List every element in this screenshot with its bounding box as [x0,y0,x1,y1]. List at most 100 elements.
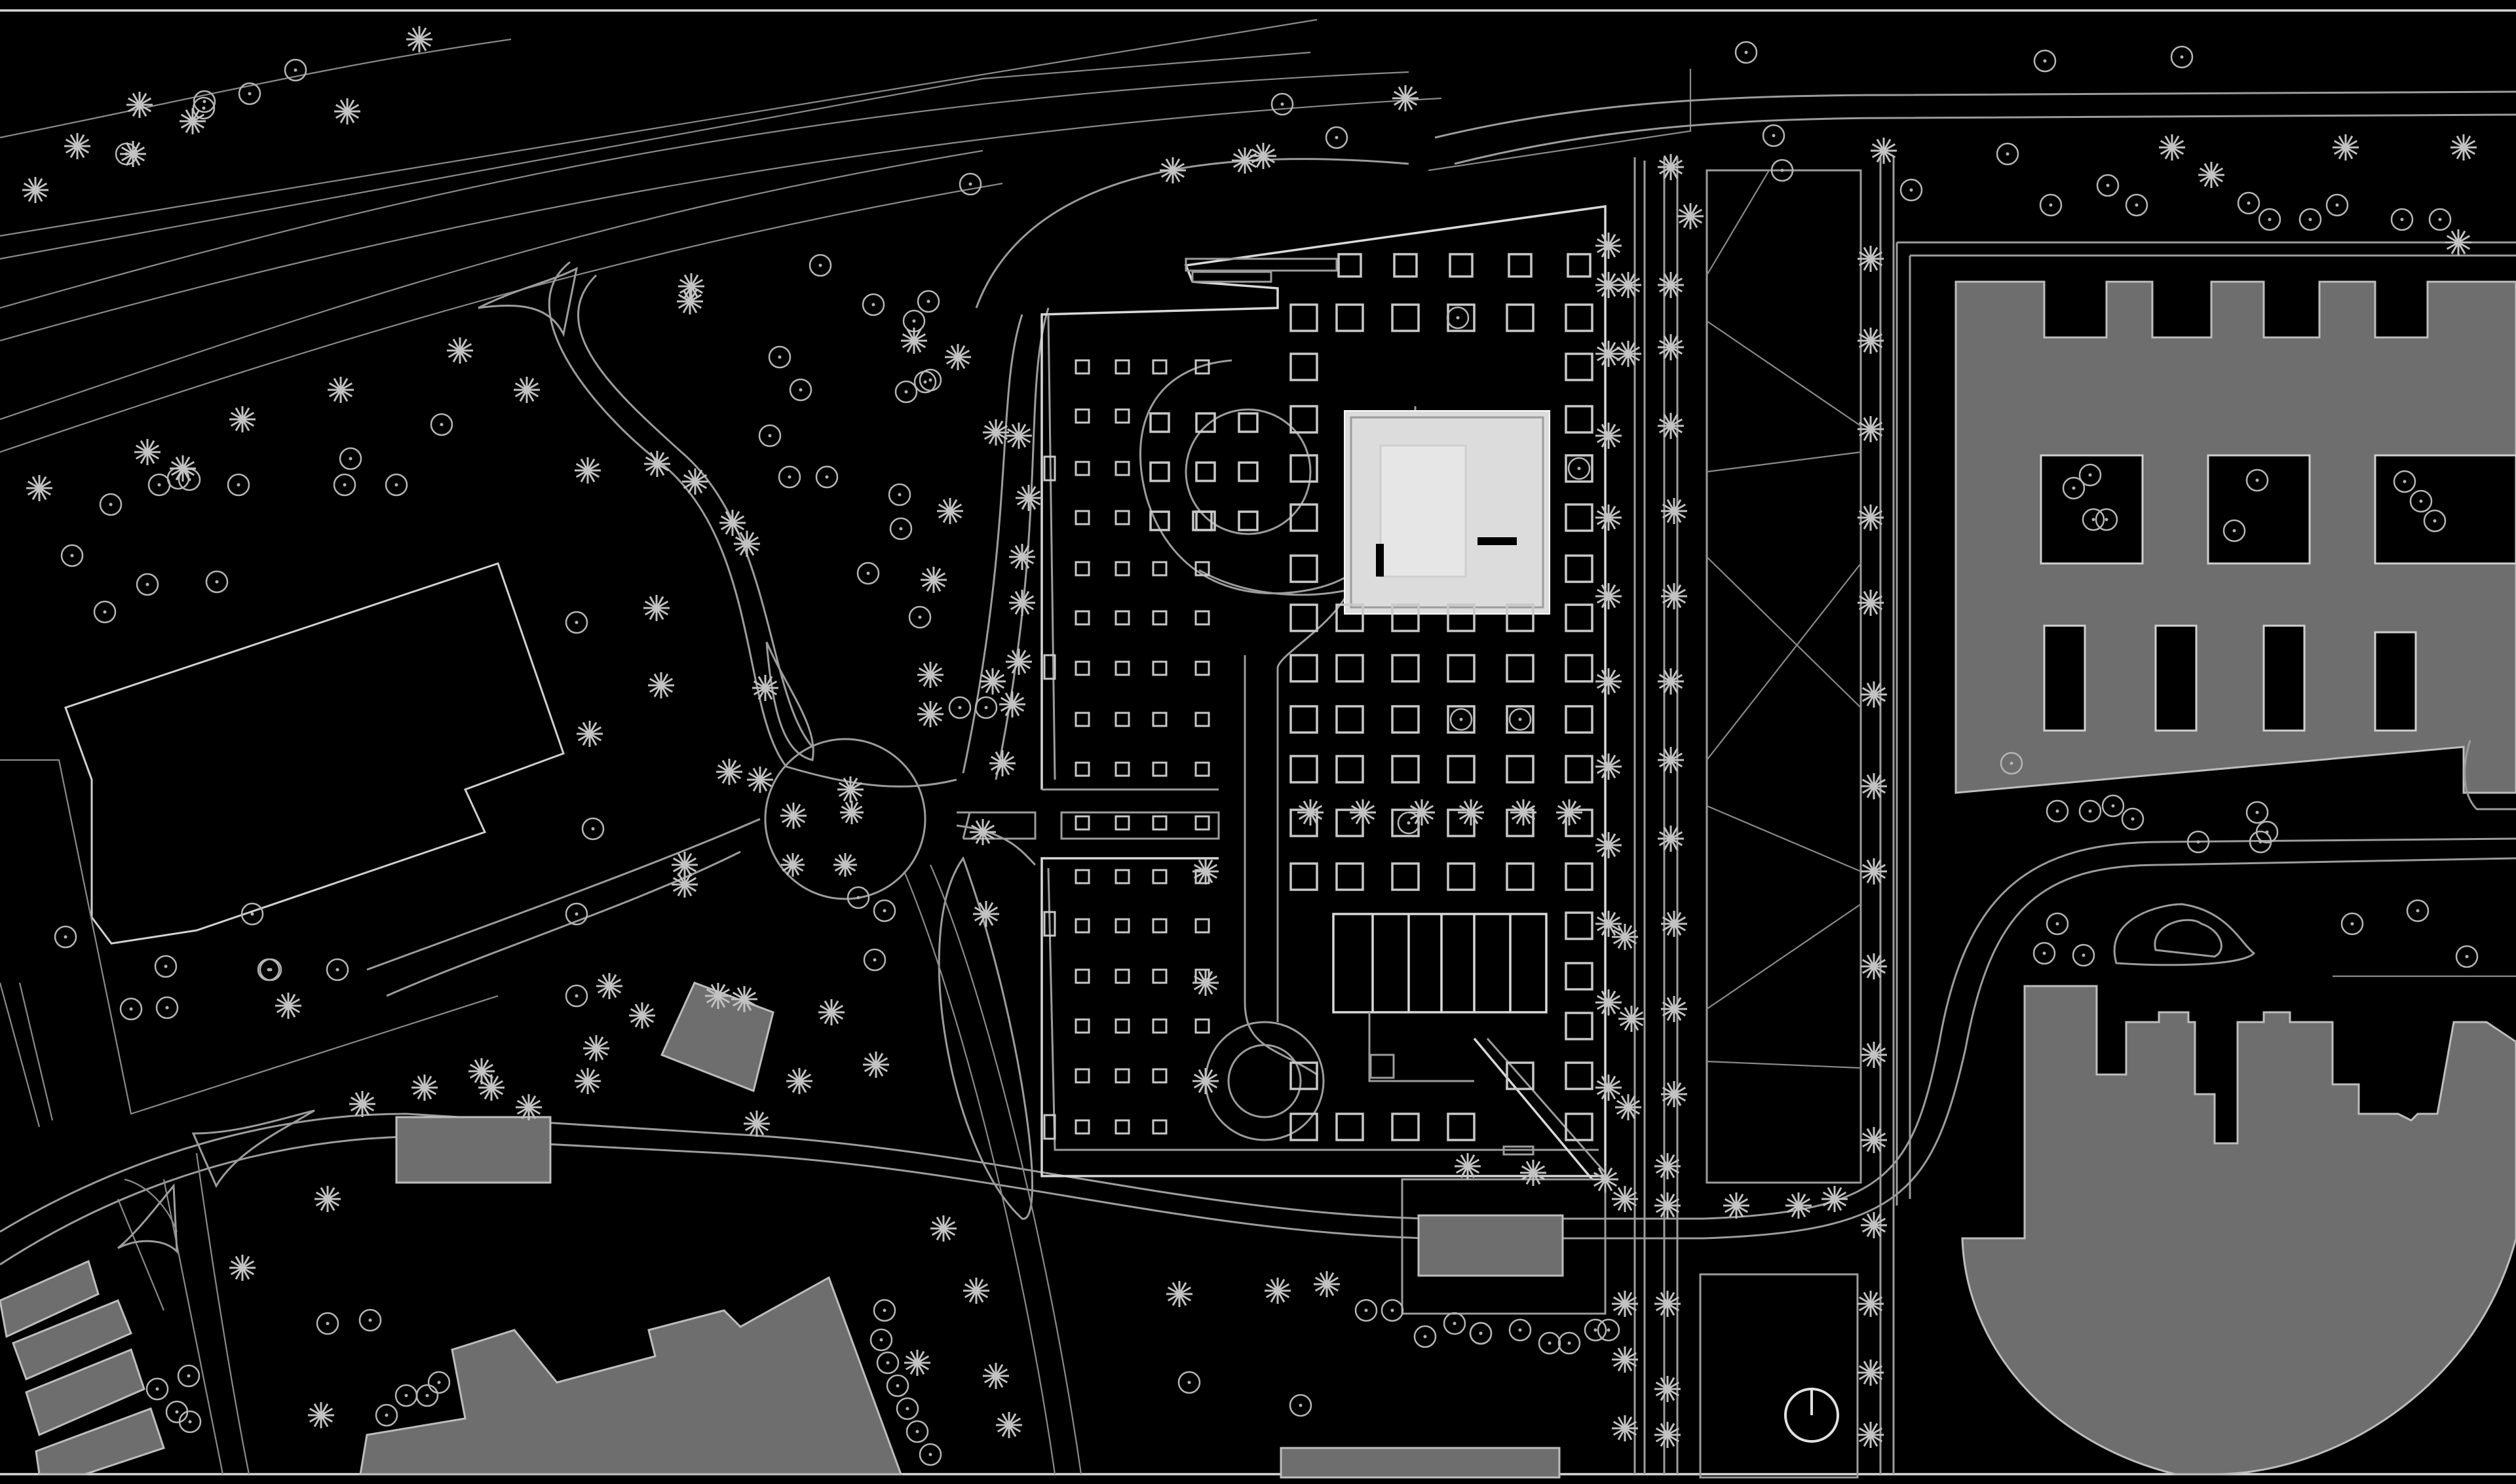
round-tree-icon [959,172,982,196]
grid-square-large [1565,1113,1593,1141]
star-tree-icon [1658,334,1684,360]
star-tree-icon [1654,1376,1681,1402]
star-tree-icon [22,177,48,203]
round-tree-icon [1508,1318,1532,1342]
round-tree-icon [565,984,588,1008]
grid-square-small [1152,660,1168,676]
star-tree-icon [1861,1042,1887,1068]
star-tree-icon [983,419,1009,446]
grid-square-large [1391,303,1420,332]
star-tree-icon [682,468,708,495]
star-tree-icon [1595,989,1622,1016]
courtyard-tree-grid [1043,253,1593,1141]
grid-square-large [1289,405,1318,434]
star-tree-icon [1861,1127,1887,1153]
star-tree-icon [705,983,731,1009]
star-tree-icon [596,973,622,999]
round-tree-icon [905,1420,929,1443]
round-tree-icon [2125,193,2148,217]
grid-square-large [1393,253,1418,278]
grid-square-large [1447,654,1476,683]
grid-square-small [1194,918,1210,934]
winding-paths [366,261,1082,1475]
star-tree-icon [1458,799,1484,826]
buildings-right [1280,280,2516,1479]
star-tree-icon [229,1255,256,1281]
grid-square-small [1152,1119,1168,1135]
grid-square-large [1289,1113,1318,1141]
star-tree-icon [1595,423,1622,449]
main-road [0,837,2516,1475]
grid-square-small [1115,510,1130,525]
star-tree-icon [1861,681,1887,708]
grid-square-large [1337,253,1362,278]
round-tree-icon [1734,41,1758,64]
star-tree-icon [308,1402,334,1428]
grid-square-small [1075,1068,1090,1084]
star-tree-icon [1006,649,1032,675]
round-tree-icon [240,902,264,926]
grid-square-small [1075,869,1090,885]
star-tree-icon [1615,272,1641,298]
round-tree-icon [1762,124,1785,147]
grid-square-large [1447,705,1476,734]
star-tree-icon [945,344,971,370]
star-tree-icon [26,475,52,501]
round-tree-icon [385,473,408,497]
round-tree-icon [888,483,911,506]
round-tree-icon [908,605,932,629]
round-tree-icon [2095,508,2118,531]
star-tree-icon [120,141,146,167]
star-tree-icon [1592,1166,1618,1192]
grid-square-small [1152,1068,1168,1084]
star-tree-icon [1595,753,1622,780]
grid-square-large [1447,809,1476,837]
round-tree-icon [60,544,84,567]
round-tree-icon [2222,519,2246,542]
star-tree-icon [996,1412,1022,1438]
round-tree-icon [430,413,453,436]
round-tree-icon [2078,799,2102,823]
round-tree-icon [1538,1331,1561,1355]
star-tree-icon [1612,1346,1638,1373]
round-tree-icon [873,899,896,923]
round-tree-icon [847,886,870,909]
round-tree-icon [2409,489,2433,513]
round-tree-icon [99,493,123,516]
star-tree-icon [1160,157,1186,183]
star-tree-icon [983,1363,1009,1389]
star-tree-icon [583,1035,609,1061]
star-tree-icon [837,776,864,803]
star-tree-icon [1009,544,1035,570]
grid-square-small [1152,968,1168,984]
grid-square-medium [1238,510,1259,531]
star-tree-icon [1618,1006,1645,1032]
star-tree-icon [1654,1192,1681,1219]
round-tree-icon [2101,794,2125,818]
grid-square-large [1506,755,1534,784]
star-tree-icon [629,1002,655,1029]
star-tree-icon [1455,1153,1481,1179]
grid-square-small [1115,1018,1130,1034]
round-tree-icon [896,1397,919,1420]
star-tree-icon [1661,911,1687,937]
grid-square-small [1194,359,1210,375]
star-tree-icon [1654,1422,1681,1448]
star-tree-icon [1595,583,1622,609]
round-tree-icon [2423,509,2447,533]
star-tree-icon [1661,498,1687,524]
grid-square-large [1565,755,1593,784]
grid-square-large [1335,1113,1364,1141]
grid-square-large [1565,405,1593,434]
star-tree-icon [980,668,1006,694]
round-tree-icon [1899,178,1923,202]
edge-marker [1043,455,1056,482]
round-tree-icon [917,290,940,313]
round-tree-icon [862,293,885,316]
central-campus [1040,204,1607,1181]
grid-square-large [1391,755,1420,784]
star-tree-icon [1016,485,1042,511]
star-tree-icon [747,767,773,793]
grid-square-large [1565,554,1593,583]
star-tree-icon [1858,1291,1884,1317]
